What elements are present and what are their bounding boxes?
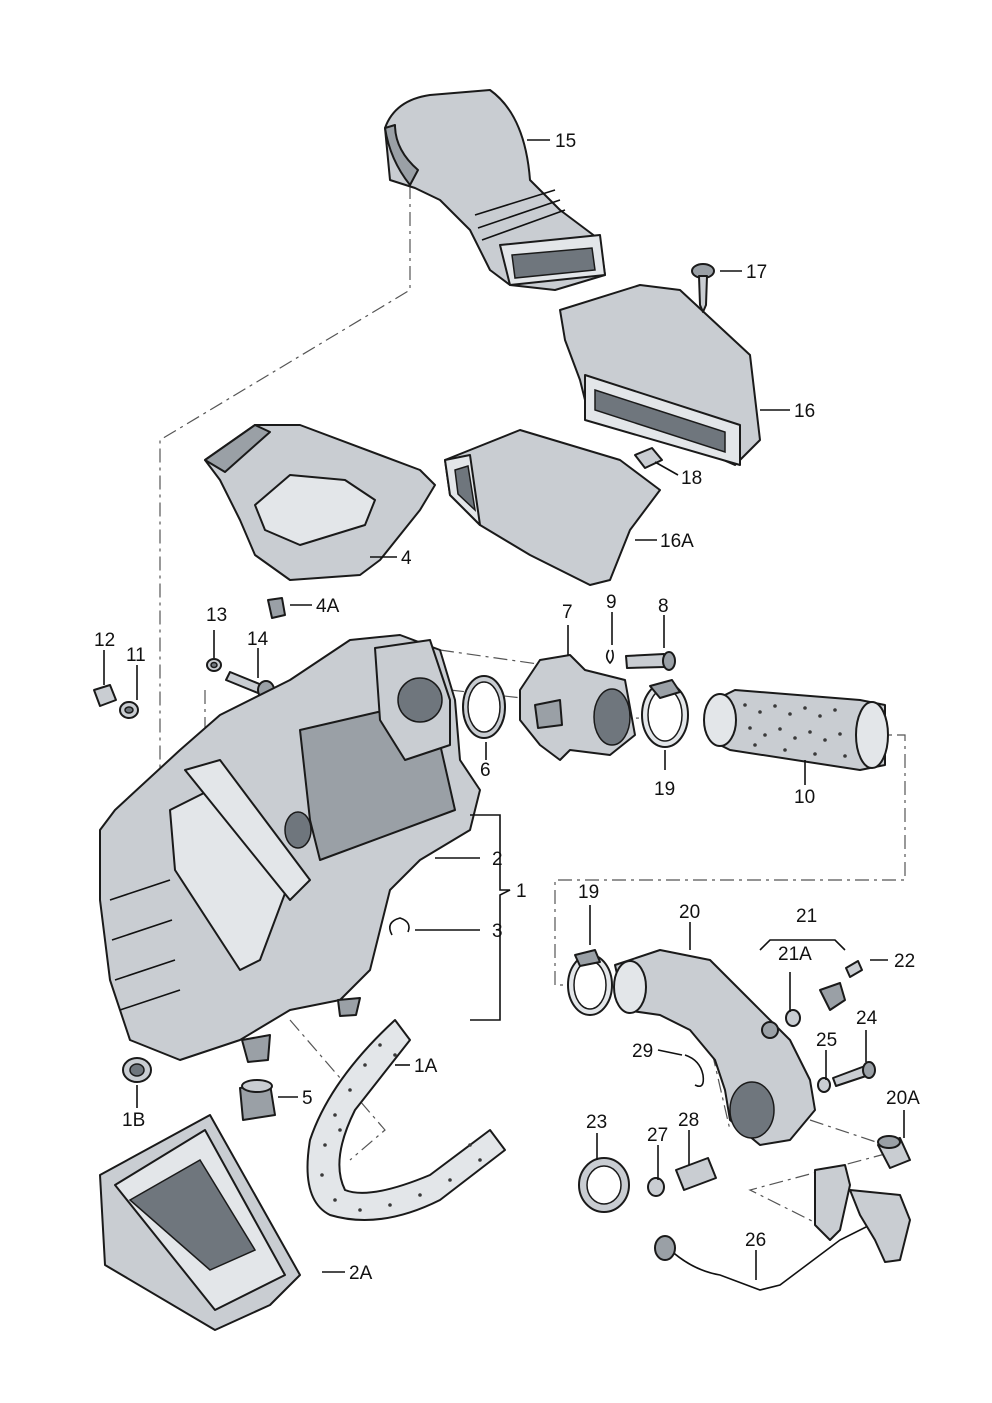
callout-labels: 15 17 16 18 4 16A 4A 13 12 11 14 7 9 8 6…: [94, 131, 920, 1284]
callout-4A: 4A: [316, 596, 340, 617]
part-18-clip: [634, 447, 663, 469]
callout-3: 3: [492, 921, 503, 942]
part-27-seal: [647, 1177, 665, 1197]
parts-9-8-fasteners: [605, 649, 676, 671]
callout-18: 18: [681, 468, 702, 489]
callout-27: 27: [647, 1125, 668, 1146]
part-16A-duct: [444, 429, 661, 586]
callout-24: 24: [856, 1008, 878, 1029]
part-22-screw: [845, 960, 863, 978]
callout-11: 11: [126, 645, 146, 666]
part-19-hose-clamp-upper: [641, 679, 689, 748]
perforation-pattern: [743, 703, 847, 758]
callout-15: 15: [555, 131, 576, 152]
parts-24-25: [817, 1061, 876, 1093]
part-19-hose-clamp-lower: [567, 949, 613, 1016]
part-2A-air-guide: [99, 1114, 301, 1331]
callout-12: 12: [94, 630, 115, 651]
callout-14: 14: [247, 629, 269, 650]
callout-25: 25: [816, 1030, 837, 1051]
part-4-cover: [204, 424, 436, 581]
callout-8: 8: [658, 596, 669, 617]
parts-23-27-28: [578, 1157, 717, 1213]
part-2-filter-element: [184, 759, 311, 901]
part-21-sensor: [819, 982, 846, 1011]
sensor-parts-21: [759, 939, 863, 1027]
callout-20A: 20A: [886, 1088, 920, 1109]
callout-26: 26: [745, 1230, 766, 1251]
part-20A-cap: [877, 1135, 911, 1169]
callout-1A: 1A: [414, 1056, 438, 1077]
part-20-elbow-pipe: [613, 949, 816, 1146]
part-6-seal-ring: [462, 675, 506, 739]
callout-19-lower: 19: [578, 882, 599, 903]
part-15-intake-duct: [384, 89, 606, 291]
callout-4: 4: [401, 548, 412, 569]
part-12-sleeve: [93, 684, 117, 707]
part-1-air-filter-housing: [99, 634, 481, 1063]
callout-9: 9: [606, 592, 617, 613]
part-1A-perforated-hose: [306, 1019, 506, 1221]
callout-5: 5: [302, 1088, 313, 1109]
callout-29: 29: [632, 1041, 653, 1062]
callout-6: 6: [480, 760, 491, 781]
part-8-screw: [625, 653, 666, 669]
callout-16: 16: [794, 401, 815, 422]
callout-21A: 21A: [778, 944, 812, 965]
callout-1B: 1B: [122, 1110, 145, 1131]
callout-10: 10: [794, 787, 815, 808]
part-14-bolt: [225, 671, 263, 694]
part-28-connector: [675, 1157, 717, 1191]
callout-20: 20: [679, 902, 700, 923]
part-10-corrugated-hose: [703, 689, 889, 771]
part-21A-seal: [785, 1009, 801, 1027]
callout-7: 7: [562, 602, 573, 623]
part-29-clip: [684, 1054, 705, 1088]
part-26-vent-hose: [654, 1164, 911, 1291]
part-25-washer: [817, 1077, 831, 1093]
callout-17: 17: [746, 262, 767, 283]
callout-16A: 16A: [660, 531, 694, 552]
callout-13: 13: [206, 605, 227, 626]
part-16-duct: [559, 284, 761, 466]
callout-28: 28: [678, 1110, 699, 1131]
callout-2A: 2A: [349, 1263, 373, 1284]
callout-2: 2: [492, 849, 503, 870]
part-4A-clip: [267, 597, 286, 619]
callout-19-upper: 19: [654, 779, 675, 800]
callout-1: 1: [516, 881, 527, 902]
part-7-air-flow-meter: [519, 654, 636, 761]
callout-23: 23: [586, 1112, 607, 1133]
part-3-clip: [389, 917, 410, 936]
callout-22: 22: [894, 951, 915, 972]
callout-leaders: [103, 139, 905, 1280]
callout-21: 21: [796, 906, 817, 927]
parts-5-1B-mounts: [122, 1057, 276, 1121]
part-17-screw: [691, 263, 715, 313]
